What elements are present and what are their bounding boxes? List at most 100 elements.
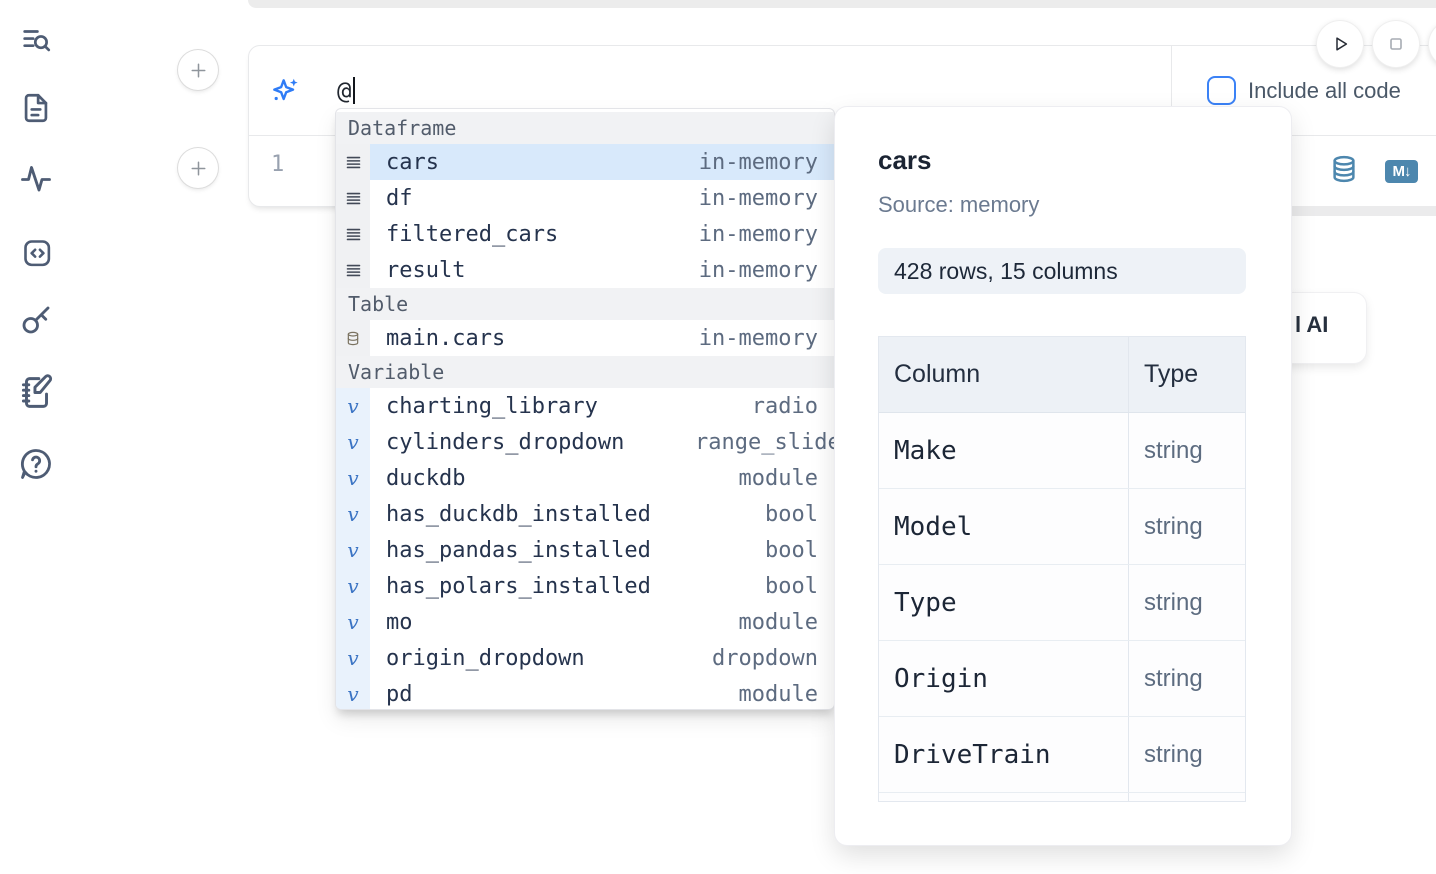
sidebar-item-files[interactable] [16,88,56,128]
sidebar-item-search[interactable] [16,20,56,60]
variable-icon: v [347,646,359,670]
item-name: duckdb [386,465,466,491]
sidebar-item-scratchpad[interactable] [16,372,56,412]
activity-icon [21,166,51,192]
schema-header-column: Column [879,337,1129,413]
autocomplete-item-result[interactable]: result in-memory [336,252,834,288]
item-type: range_slider [695,429,834,455]
previous-cell-bottom-edge [248,0,1436,8]
item-icon-cell [336,216,370,252]
sidebar-item-secrets[interactable] [16,300,56,340]
plus-icon [191,161,205,175]
item-name: cars [386,149,439,175]
extra-cell-button[interactable] [1429,21,1436,67]
column-name: Model [879,488,1129,565]
item-type: bool [765,573,818,599]
variable-icon: v [347,682,359,706]
column-name: Type [879,564,1129,641]
column-name [879,792,1129,801]
item-type: in-memory [698,149,818,175]
variable-icon: v [347,430,359,454]
stop-button[interactable] [1373,21,1419,67]
rows-icon [346,264,360,276]
item-icon-cell: v [336,640,370,676]
item-type: module [738,681,818,707]
item-name: charting_library [386,393,598,419]
item-icon-cell: v [336,496,370,532]
notebook-pen-icon [21,373,52,408]
run-cell-button[interactable] [1317,21,1363,67]
autocomplete-item-has_pandas_installed[interactable]: v has_pandas_installed bool [336,532,834,568]
item-name: filtered_cars [386,221,559,247]
column-type: string [1128,412,1245,489]
autocomplete-section-table: Table [336,288,834,320]
item-icon-cell [336,144,370,180]
file-text-icon [24,93,48,123]
variable-icon: v [347,466,359,490]
variable-icon: v [347,610,359,634]
include-all-code-checkbox[interactable] [1207,76,1236,105]
item-name: has_pandas_installed [386,537,651,563]
item-icon-cell [336,180,370,216]
column-type [1128,792,1245,801]
column-name: Origin [879,640,1129,717]
item-icon-cell: v [336,388,370,424]
item-name: result [386,257,466,283]
item-icon-cell: v [336,532,370,568]
item-type: in-memory [698,325,818,351]
item-type: bool [765,501,818,527]
ai-prompt-value: @ [337,76,352,105]
autocomplete-item-cars[interactable]: cars in-memory [336,144,834,180]
item-icon-cell: v [336,460,370,496]
item-name: pd [386,681,413,707]
autocomplete-item-charting_library[interactable]: v charting_library radio [336,388,834,424]
item-icon-cell: v [336,676,370,709]
plus-icon [191,63,205,77]
column-type: string [1128,488,1245,565]
autocomplete-item-cylinders_dropdown[interactable]: v cylinders_dropdown range_slider [336,424,834,460]
sidebar-item-help[interactable] [16,444,56,484]
list-search-icon [23,30,51,52]
item-type: radio [751,393,818,419]
variable-icon: v [347,394,359,418]
item-type: dropdown [712,645,818,671]
code-square-icon [23,239,50,266]
sidebar-item-snippets[interactable] [16,232,56,272]
database-icon[interactable] [1329,153,1359,190]
play-icon [1336,37,1348,51]
column-name: Make [879,412,1129,489]
autocomplete-item-pd[interactable]: v pd module [336,676,834,709]
item-type: bool [765,537,818,563]
database-icon [347,331,359,345]
dataframe-preview-panel: cars Source: memory 428 rows, 15 columns… [835,107,1291,845]
help-circle-icon [20,449,51,479]
item-type: in-memory [698,257,818,283]
add-cell-button-bottom[interactable] [178,148,218,188]
item-name: cylinders_dropdown [386,429,625,455]
markdown-icon[interactable]: M↓ [1385,159,1418,183]
schema-row [879,792,1245,801]
item-icon-cell: v [336,568,370,604]
sidebar-item-activity[interactable] [16,158,56,198]
ai-options: Include all code [1171,46,1436,135]
item-icon-cell: v [336,424,370,460]
ai-prompt-input[interactable]: @ [337,46,1436,135]
add-cell-button-top[interactable] [178,50,218,90]
ai-sparkles-icon [273,78,298,100]
autocomplete-section-variable: Variable [336,356,834,388]
